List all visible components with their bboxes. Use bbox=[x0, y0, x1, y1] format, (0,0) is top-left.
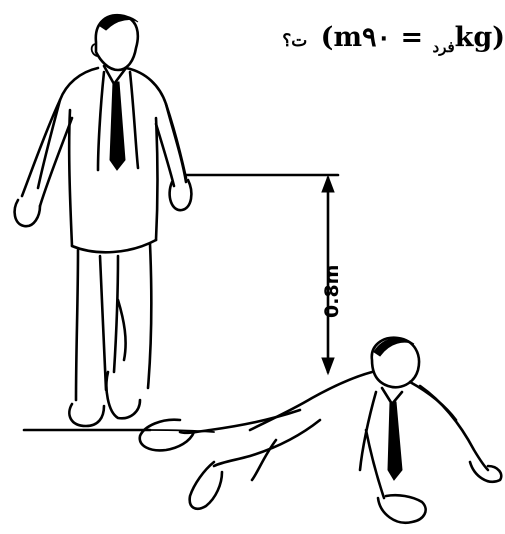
fallen-man-figure bbox=[138, 336, 503, 525]
height-label: 0.8m bbox=[321, 265, 343, 318]
standing-man-right-shoe bbox=[105, 370, 142, 420]
fallen-man-head bbox=[370, 336, 421, 389]
standing-man-left-hand bbox=[13, 198, 42, 228]
standing-man-lapels bbox=[96, 70, 140, 172]
fallen-man-back bbox=[248, 370, 374, 432]
fallen-man-right-hand bbox=[468, 460, 503, 483]
standing-man-knee-crease bbox=[116, 298, 127, 362]
standing-man-ear bbox=[90, 43, 98, 57]
standing-man-left-leg bbox=[74, 248, 108, 402]
standing-man-figure bbox=[13, 13, 193, 428]
mass-symbol: m bbox=[333, 22, 363, 53]
fallen-man-right-arm bbox=[418, 384, 490, 472]
standing-man-head bbox=[94, 13, 140, 72]
standing-man-hair bbox=[99, 15, 139, 31]
mass-paren-close: ) bbox=[492, 22, 505, 53]
question-text: ت؟ (m فرد = ۹۰kg) bbox=[255, 22, 505, 62]
standing-man-tie bbox=[109, 81, 126, 171]
fallen-man-upper-leg bbox=[178, 408, 302, 435]
fallen-man-shoe-2 bbox=[188, 460, 224, 510]
mass-paren-open: ( bbox=[320, 22, 334, 53]
question-tail: ت؟ bbox=[282, 31, 308, 51]
fallen-man-ground-contact bbox=[149, 429, 215, 433]
standing-man-jacket-hem bbox=[70, 238, 158, 254]
dimension-arrowhead-bottom bbox=[321, 357, 335, 376]
fallen-man-lower-leg bbox=[212, 418, 322, 468]
fallen-man-tie bbox=[387, 401, 403, 481]
height-dimension-arrow: 0.8m bbox=[321, 174, 343, 376]
fallen-man-left-hand bbox=[376, 493, 427, 525]
dimension-arrowhead-top bbox=[321, 174, 335, 193]
standing-man-right-leg bbox=[112, 242, 153, 390]
standing-man-left-shoe bbox=[68, 402, 106, 428]
standing-man-right-arm bbox=[154, 102, 188, 188]
mass-subscript: فرد bbox=[432, 38, 455, 56]
fallen-man-shoe-1 bbox=[138, 418, 196, 452]
fallen-man-left-arm bbox=[364, 428, 386, 500]
standing-man-right-hand bbox=[168, 178, 193, 212]
ledge bbox=[22, 173, 340, 432]
standing-man-left-arm bbox=[20, 98, 74, 208]
fallen-man-jacket-front bbox=[358, 380, 458, 472]
fallen-man-hair bbox=[373, 337, 415, 357]
fallen-man-trouser-crease bbox=[250, 438, 278, 482]
mass-value: = ۹۰kg bbox=[362, 22, 493, 53]
